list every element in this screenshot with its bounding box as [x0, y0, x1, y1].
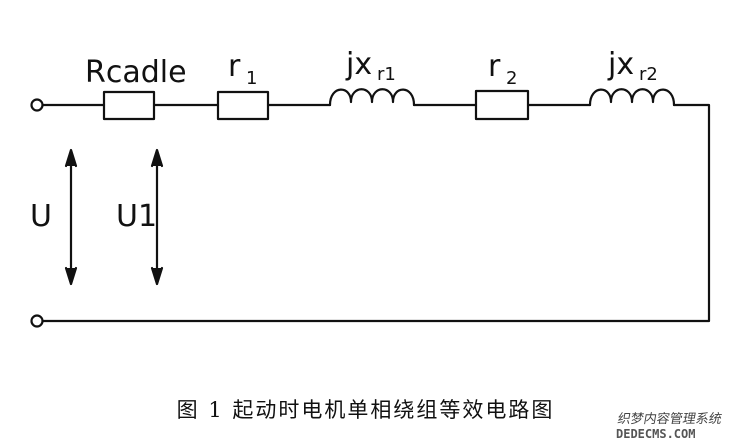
jxr1-label: jx — [345, 47, 372, 82]
watermark-cn: 织梦内容管理系统 — [616, 412, 723, 427]
u1-label: U1 — [116, 199, 157, 234]
watermark-en: DEDECMS.COM — [616, 427, 696, 441]
jxr2-inductor — [588, 88, 676, 107]
jxr1-inductor — [328, 88, 416, 107]
top-terminal — [30, 98, 44, 112]
r1-subscript: 1 — [246, 68, 257, 89]
top-wire — [41, 103, 711, 323]
jxr1-subscript: r1 — [377, 64, 396, 85]
r1-resistor — [216, 90, 270, 121]
jxr2-label: jx — [607, 47, 634, 82]
rcadle-resistor — [102, 90, 156, 121]
r2-label: r — [488, 49, 501, 84]
bottom-terminal — [30, 314, 44, 328]
figure-caption: 图 1 起动时电机单相绕组等效电路图 — [176, 398, 555, 422]
u-label: U — [30, 199, 52, 234]
r2-resistor — [474, 89, 530, 121]
watermark: 织梦内容管理系统 DEDECMS.COM — [614, 405, 731, 447]
jxr2-subscript: r2 — [639, 64, 658, 85]
r1-label: r — [228, 49, 241, 84]
r2-subscript: 2 — [506, 68, 517, 89]
u1-arrow — [150, 148, 164, 286]
u-arrow — [64, 148, 78, 286]
rcadle-label: Rcadle — [85, 55, 187, 90]
